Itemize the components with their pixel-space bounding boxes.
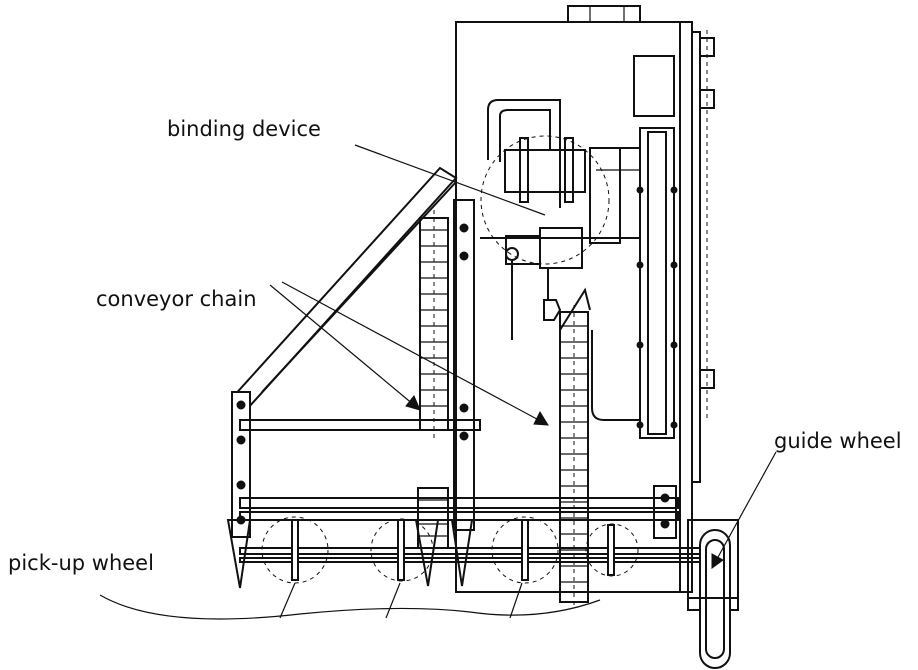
arrowhead-icon <box>533 410 549 426</box>
housing-chain-dots <box>636 186 678 429</box>
arrowhead-icon <box>711 553 724 569</box>
pick-up-wheels <box>226 516 639 589</box>
ground-line <box>99 594 601 620</box>
label-binding-device: binding device <box>167 117 321 141</box>
binding-device <box>480 99 610 340</box>
label-guide-wheel: guide wheel <box>774 429 902 453</box>
guide-wheel-assembly <box>687 519 739 669</box>
horizontal-bars <box>239 237 731 563</box>
side-bolts <box>699 30 715 420</box>
conveyor-chain-right <box>559 305 589 605</box>
bottom-bolts <box>653 485 677 539</box>
arrowheads <box>405 395 724 569</box>
label-pick-up-wheel: pick-up wheel <box>8 551 154 575</box>
leader-lines <box>269 144 777 619</box>
label-conveyor-chain: conveyor chain <box>96 287 257 311</box>
arrowhead-icon <box>405 395 421 411</box>
diagonal-support <box>231 166 475 538</box>
main-frame <box>455 5 715 593</box>
